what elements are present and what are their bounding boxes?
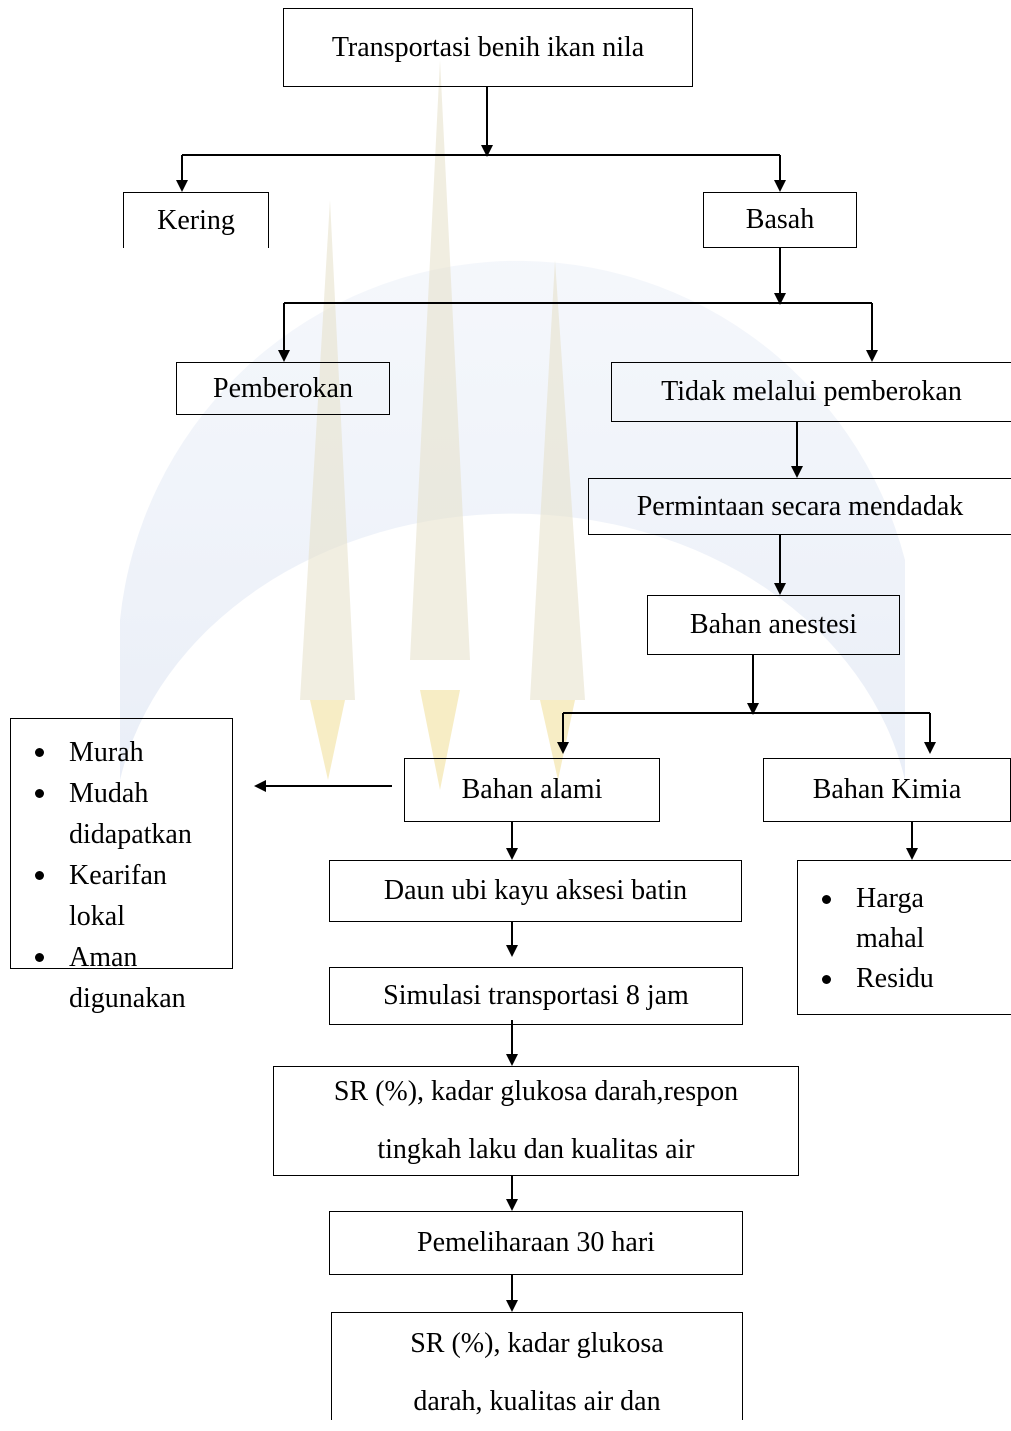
node-pemeliharaan: Pemeliharaan 30 hari [329,1211,743,1275]
node-label: Bahan alami [461,774,603,806]
list-item: Aman digunakan [11,937,186,1019]
list-item-text: Kearifan lokal [69,860,167,932]
list-item-text: Residu [856,963,934,994]
node-label: Pemberokan [213,372,353,404]
node-label: Pemeliharaan 30 hari [417,1227,655,1259]
node-daun-ubi-kayu: Daun ubi kayu aksesi batin [329,860,742,922]
node-label: Simulasi transportasi 8 jam [383,980,689,1012]
list-item: Kearifan lokal [11,855,179,937]
node-label: Basah [745,204,815,236]
node-label-line-2: tingkah laku dan kualitas air [377,1134,695,1165]
node-sr-glukosa-kualitas: SR (%), kadar glukosa darah, kualitas ai… [331,1312,743,1420]
list-item-text: Harga mahal [856,883,925,954]
node-pemberokan: Pemberokan [176,362,390,415]
node-basah: Basah [703,192,857,248]
list-item: Murah [11,732,232,773]
node-permintaan-mendadak: Permintaan secara mendadak [588,478,1011,535]
list-item: Residu [798,959,1011,999]
list-item: Harga mahal [798,879,946,959]
node-label: Tidak melalui pemberokan [661,376,962,408]
node-simulasi-transportasi: Simulasi transportasi 8 jam [329,967,743,1025]
natural-benefits-list: Murah Mudah didapatkan Kearifan lokal Am… [10,718,233,1014]
node-bahan-kimia: Bahan Kimia [763,758,1011,822]
node-bahan-alami: Bahan alami [404,758,660,822]
node-label: Bahan anestesi [689,609,858,641]
list-item-text: Murah [69,737,144,768]
node-label: Kering [157,204,235,236]
node-transportasi-benih: Transportasi benih ikan nila [283,8,693,87]
list-item-text: Mudah didapatkan [69,778,192,850]
node-label: Bahan Kimia [812,774,962,806]
node-label-line-2: darah, kualitas air dan [413,1386,661,1417]
node-label-line-1: SR (%), kadar glukosa [410,1328,664,1359]
node-label: Daun ubi kayu aksesi batin [383,875,688,907]
node-label-line-1: SR (%), kadar glukosa darah,respon [333,1076,739,1107]
node-label: Transportasi benih ikan nila [331,31,645,63]
list-item: Mudah didapatkan [11,773,192,855]
node-label: Permintaan secara mendadak [636,490,964,522]
node-bahan-anestesi: Bahan anestesi [647,595,900,655]
chemical-drawbacks-list: Harga mahal Residu [797,860,1011,1015]
node-sr-glukosa-respon: SR (%), kadar glukosa darah,respon tingk… [273,1066,799,1176]
list-item-text: Aman digunakan [69,942,186,1014]
node-tidak-melalui-pemberokan: Tidak melalui pemberokan [611,362,1011,422]
node-kering: Kering [123,192,269,248]
